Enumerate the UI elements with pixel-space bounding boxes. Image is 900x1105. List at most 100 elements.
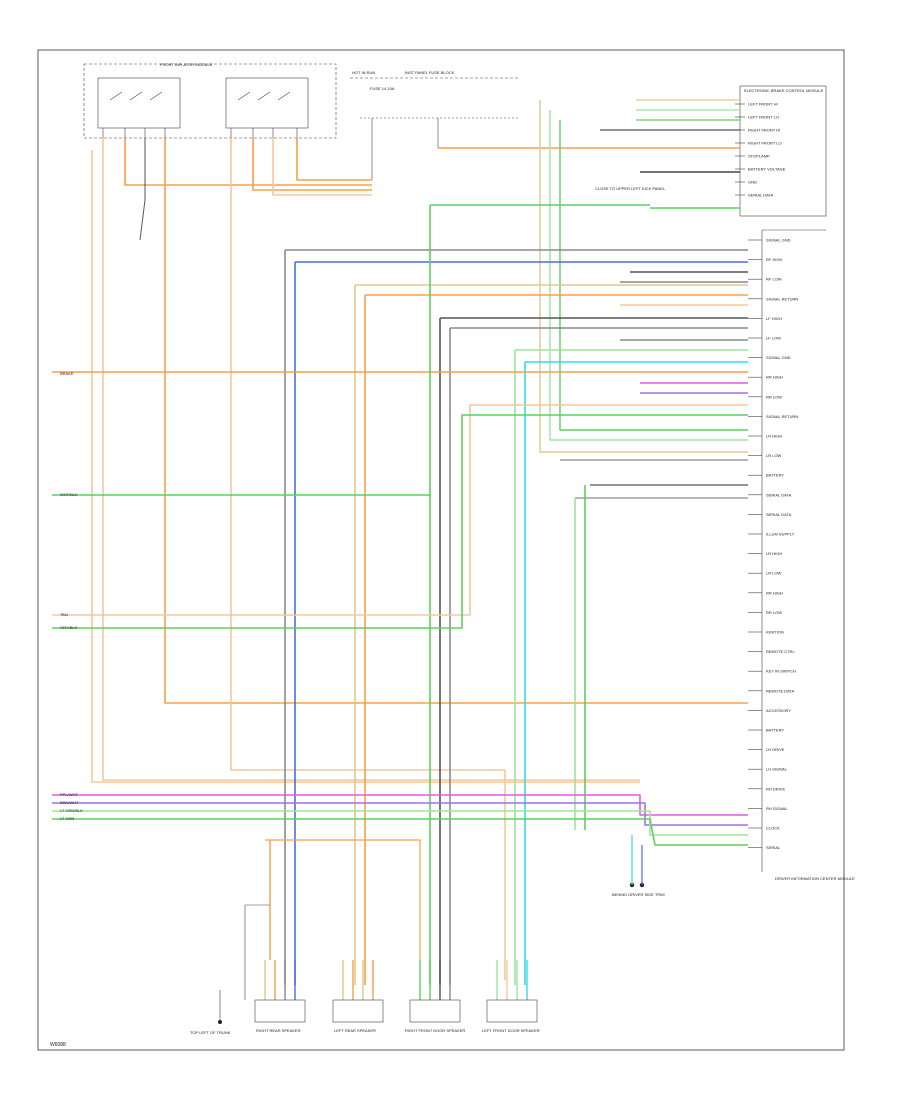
wire-inflator-8 bbox=[91, 150, 640, 783]
wire-bus-bottom bbox=[265, 839, 421, 960]
left-label-1: BRAKE bbox=[60, 371, 74, 376]
brake-pin-label: LEFT FRONT LO bbox=[748, 115, 779, 120]
main-pin-label: RF HIGH bbox=[766, 257, 783, 262]
diagram-frame bbox=[37, 49, 845, 1051]
left-label-8: LT GRN bbox=[60, 816, 74, 821]
ground-location-label: CLOSE TO UPPER LEFT KICK PANEL bbox=[595, 186, 666, 191]
footer-code: W6088 bbox=[50, 1042, 66, 1048]
main-pin-label: SERIAL DATA bbox=[766, 512, 792, 517]
inflator-contacts-left bbox=[109, 91, 163, 101]
main-pin-label: LR HIGH bbox=[766, 551, 782, 556]
speaker-label-1: RIGHT REAR SPEAKER bbox=[256, 1028, 301, 1033]
main-pin-label: ILLUM SUPPLY bbox=[766, 532, 795, 537]
main-pin-label: REMOTE CTRL bbox=[766, 649, 795, 654]
wire-inflator-2 bbox=[124, 138, 372, 186]
speaker-label-3: RIGHT FRONT DOOR SPEAKER bbox=[405, 1028, 465, 1033]
trunk-ground-symbol bbox=[218, 1020, 222, 1024]
left-label-7: LT GRN/BLK bbox=[60, 808, 83, 813]
brake-pin-label: GND bbox=[748, 180, 757, 185]
main-pin-label: SIGNAL RETURN bbox=[766, 296, 798, 301]
wire-ltgrn bbox=[52, 818, 748, 846]
left-label-2: WHT/BLK bbox=[60, 492, 78, 497]
hot-in-run-label: HOT IN RUN bbox=[352, 70, 375, 75]
left-label-3: TAN bbox=[60, 612, 68, 617]
main-pin-label: RR HIGH bbox=[766, 375, 783, 380]
brake-module-pins: LEFT FRONT HI LEFT FRONT LO RIGHT FRONT HI… bbox=[735, 102, 786, 198]
fuse-label: FUSE 14 10A bbox=[370, 86, 395, 91]
left-label-6: BRN/WHT bbox=[60, 800, 79, 805]
main-pin-label: BATTERY bbox=[766, 728, 784, 733]
brake-pin-label: LEFT FRONT HI bbox=[748, 102, 778, 107]
main-pin-label: LF HIGH bbox=[766, 316, 782, 321]
wire-inflator-6 bbox=[272, 138, 372, 196]
wire-left-grnblk bbox=[52, 414, 748, 629]
inflator-module: FRONT INFLATOR MODULE bbox=[83, 62, 337, 139]
main-pin-label: RR LOW bbox=[766, 610, 782, 615]
brake-module-box bbox=[739, 85, 827, 217]
speaker-left-rear bbox=[332, 999, 384, 1023]
main-pin-label: RH SIGNAL bbox=[766, 806, 788, 811]
main-connector-pins: SIGNAL GND RF HIGH RF LOW SIGNAL RETURN LF H… bbox=[748, 238, 798, 850]
brake-pin-label: STOPLAMP bbox=[748, 154, 770, 159]
fuse-block: HOT IN RUN INST PANEL FUSE BLOCK FUSE 14… bbox=[350, 70, 520, 180]
main-connector-outline bbox=[761, 229, 826, 872]
main-pin-label: IGNITION bbox=[766, 630, 784, 635]
brake-pin-label: RIGHT FRONT LO bbox=[748, 141, 782, 146]
main-pin-label: CLOCK bbox=[766, 826, 780, 831]
speaker-label-4: LEFT FRONT DOOR SPEAKER bbox=[482, 1028, 540, 1033]
speakers: RIGHT REAR SPEAKER LEFT REAR SPEAKER RIG… bbox=[190, 904, 540, 1035]
main-pin-label: LR LOW bbox=[766, 453, 782, 458]
inflator-switch-right bbox=[225, 77, 309, 129]
brake-module: ELECTRONIC BRAKE CONTROL MODULE LEFT FRO… bbox=[595, 85, 827, 217]
wire-inflator-5 bbox=[252, 138, 372, 191]
main-pin-label: RR LOW bbox=[766, 394, 782, 399]
main-pin-label: SIGNAL GND bbox=[766, 238, 791, 243]
inflator-contacts-right bbox=[237, 91, 291, 101]
brake-pin-label: SERIAL DATA bbox=[748, 193, 774, 198]
main-pin-label: RF LOW bbox=[766, 277, 782, 282]
inflator-switch-left bbox=[97, 77, 181, 129]
left-label-5: PPL/WHT bbox=[60, 792, 78, 797]
main-pin-label: LR LOW bbox=[766, 571, 782, 576]
wire-inflator-4 bbox=[230, 138, 506, 980]
brake-pin-label: RIGHT FRONT HI bbox=[748, 128, 780, 133]
trunk-ground-label: TOP LEFT OF TRUNK bbox=[190, 1030, 231, 1035]
main-pin-label: RR HIGH bbox=[766, 590, 783, 595]
main-pin-label: SERIAL DATA bbox=[766, 492, 792, 497]
fuse-block-label: INST PANEL FUSE BLOCK bbox=[405, 70, 455, 75]
inflator-pins-left bbox=[102, 128, 166, 138]
inflator-module-title: FRONT INFLATOR MODULE bbox=[160, 62, 213, 67]
left-side-labels: BRAKE WHT/BLK TAN GRY/BLK PPL/WHT BRN/WH… bbox=[60, 371, 83, 821]
speaker-right-front bbox=[409, 999, 461, 1023]
main-pin-label: SIGNAL GND bbox=[766, 355, 791, 360]
wire-brn-wht bbox=[52, 802, 748, 826]
main-pin-label: REMOTE DATA bbox=[766, 688, 795, 693]
wire-brake-rf-hi bbox=[559, 120, 748, 431]
main-pin-label: BATTERY bbox=[766, 473, 784, 478]
main-pin-label: LH DRIVE bbox=[766, 747, 785, 752]
wire-inflator-1 bbox=[102, 138, 640, 781]
wire-brake-lf-hi bbox=[539, 100, 748, 453]
main-pin-label: SERIAL bbox=[766, 845, 781, 850]
left-label-4: GRY/BLK bbox=[60, 625, 78, 630]
speaker-left-front bbox=[486, 999, 538, 1023]
brake-pin-label: BATTERY VOLTAGE bbox=[748, 167, 786, 172]
main-pin-label: LH SIGNAL bbox=[766, 767, 788, 772]
main-pin-label: KEY IN SWITCH bbox=[766, 669, 796, 674]
speaker-label-2: LEFT REAR SPEAKER bbox=[334, 1028, 376, 1033]
main-connector-title: DRIVER INFORMATION CENTER MODULE bbox=[775, 876, 855, 881]
main-pin-label: LF LOW bbox=[766, 336, 781, 341]
main-pin-label: SIGNAL RETURN bbox=[766, 414, 798, 419]
wire-ppl-wht bbox=[52, 794, 748, 816]
brake-module-title: ELECTRONIC BRAKE CONTROL MODULE bbox=[744, 88, 824, 93]
wire-inflator-3 bbox=[139, 138, 146, 241]
main-connector: SIGNAL GND RF HIGH RF LOW SIGNAL RETURN LF H… bbox=[612, 229, 855, 897]
inflator-pins-right bbox=[230, 128, 298, 138]
right-ground-label: BEHIND DRIVER SIDE TRIM bbox=[612, 892, 665, 897]
wire-left-tan bbox=[52, 404, 748, 616]
wire-front-battery bbox=[164, 138, 748, 704]
wire-inflator-7 bbox=[296, 138, 372, 181]
trunk-ground-wire bbox=[219, 904, 270, 1020]
